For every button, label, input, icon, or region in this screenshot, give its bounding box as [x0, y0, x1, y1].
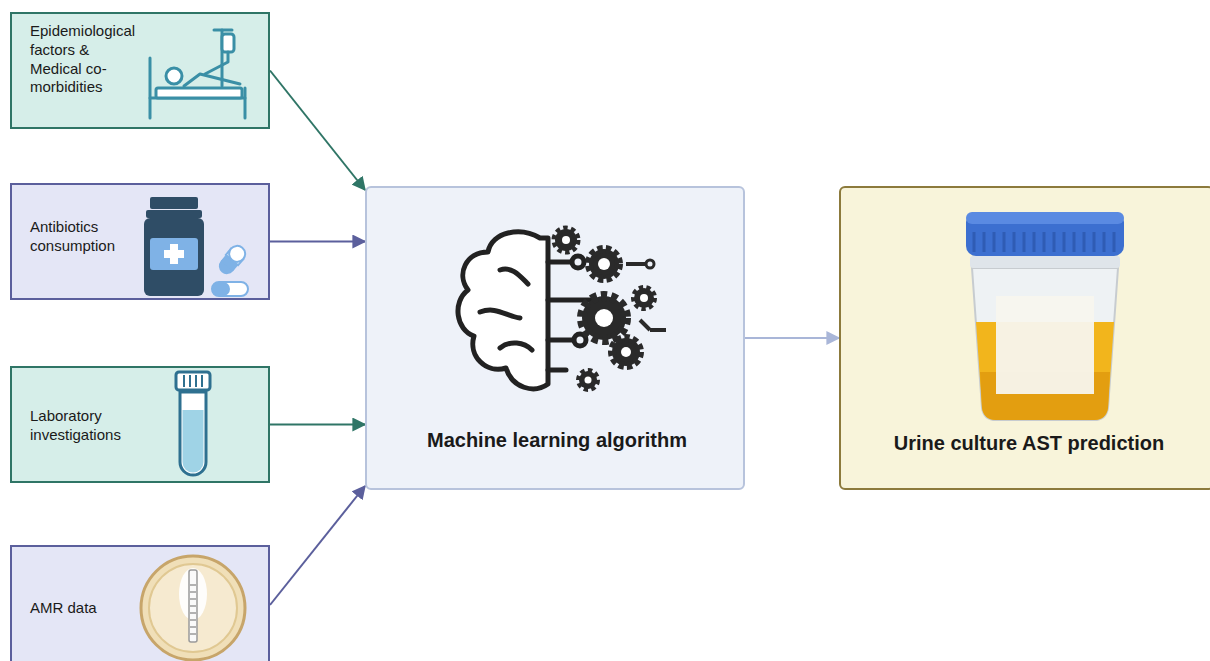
arrow-connector	[270, 71, 365, 191]
arrow-connector	[270, 241, 365, 243]
input-box: AMR data	[10, 545, 270, 661]
node-label: Urine culture AST prediction	[851, 431, 1207, 456]
arrow-connector	[745, 337, 839, 339]
arrow-connector	[270, 486, 365, 605]
medicine-icon	[144, 197, 248, 296]
urine-cup-icon	[966, 212, 1124, 420]
input-box: Epidemiological factors & Medical co-mor…	[10, 12, 270, 129]
test-tube-icon	[176, 372, 210, 475]
brain-gears-icon	[458, 232, 590, 389]
node-label: Machine learning algorithm	[387, 428, 727, 453]
output-box: Urine culture AST prediction	[839, 186, 1210, 490]
input-box: Laboratory investigations	[10, 366, 270, 483]
petri-dish-icon	[141, 556, 245, 660]
node-label: Antibiotics consumption	[30, 218, 142, 256]
node-label: AMR data	[30, 599, 142, 618]
process-box: Machine learning algorithm	[365, 186, 745, 490]
node-label: Epidemiological factors & Medical co-mor…	[30, 22, 142, 97]
input-box: Antibiotics consumption	[10, 183, 270, 300]
hospital-bed-icon	[150, 30, 245, 118]
arrow-connector	[270, 424, 365, 426]
gear-icons	[555, 229, 666, 389]
node-label: Laboratory investigations	[30, 407, 142, 445]
